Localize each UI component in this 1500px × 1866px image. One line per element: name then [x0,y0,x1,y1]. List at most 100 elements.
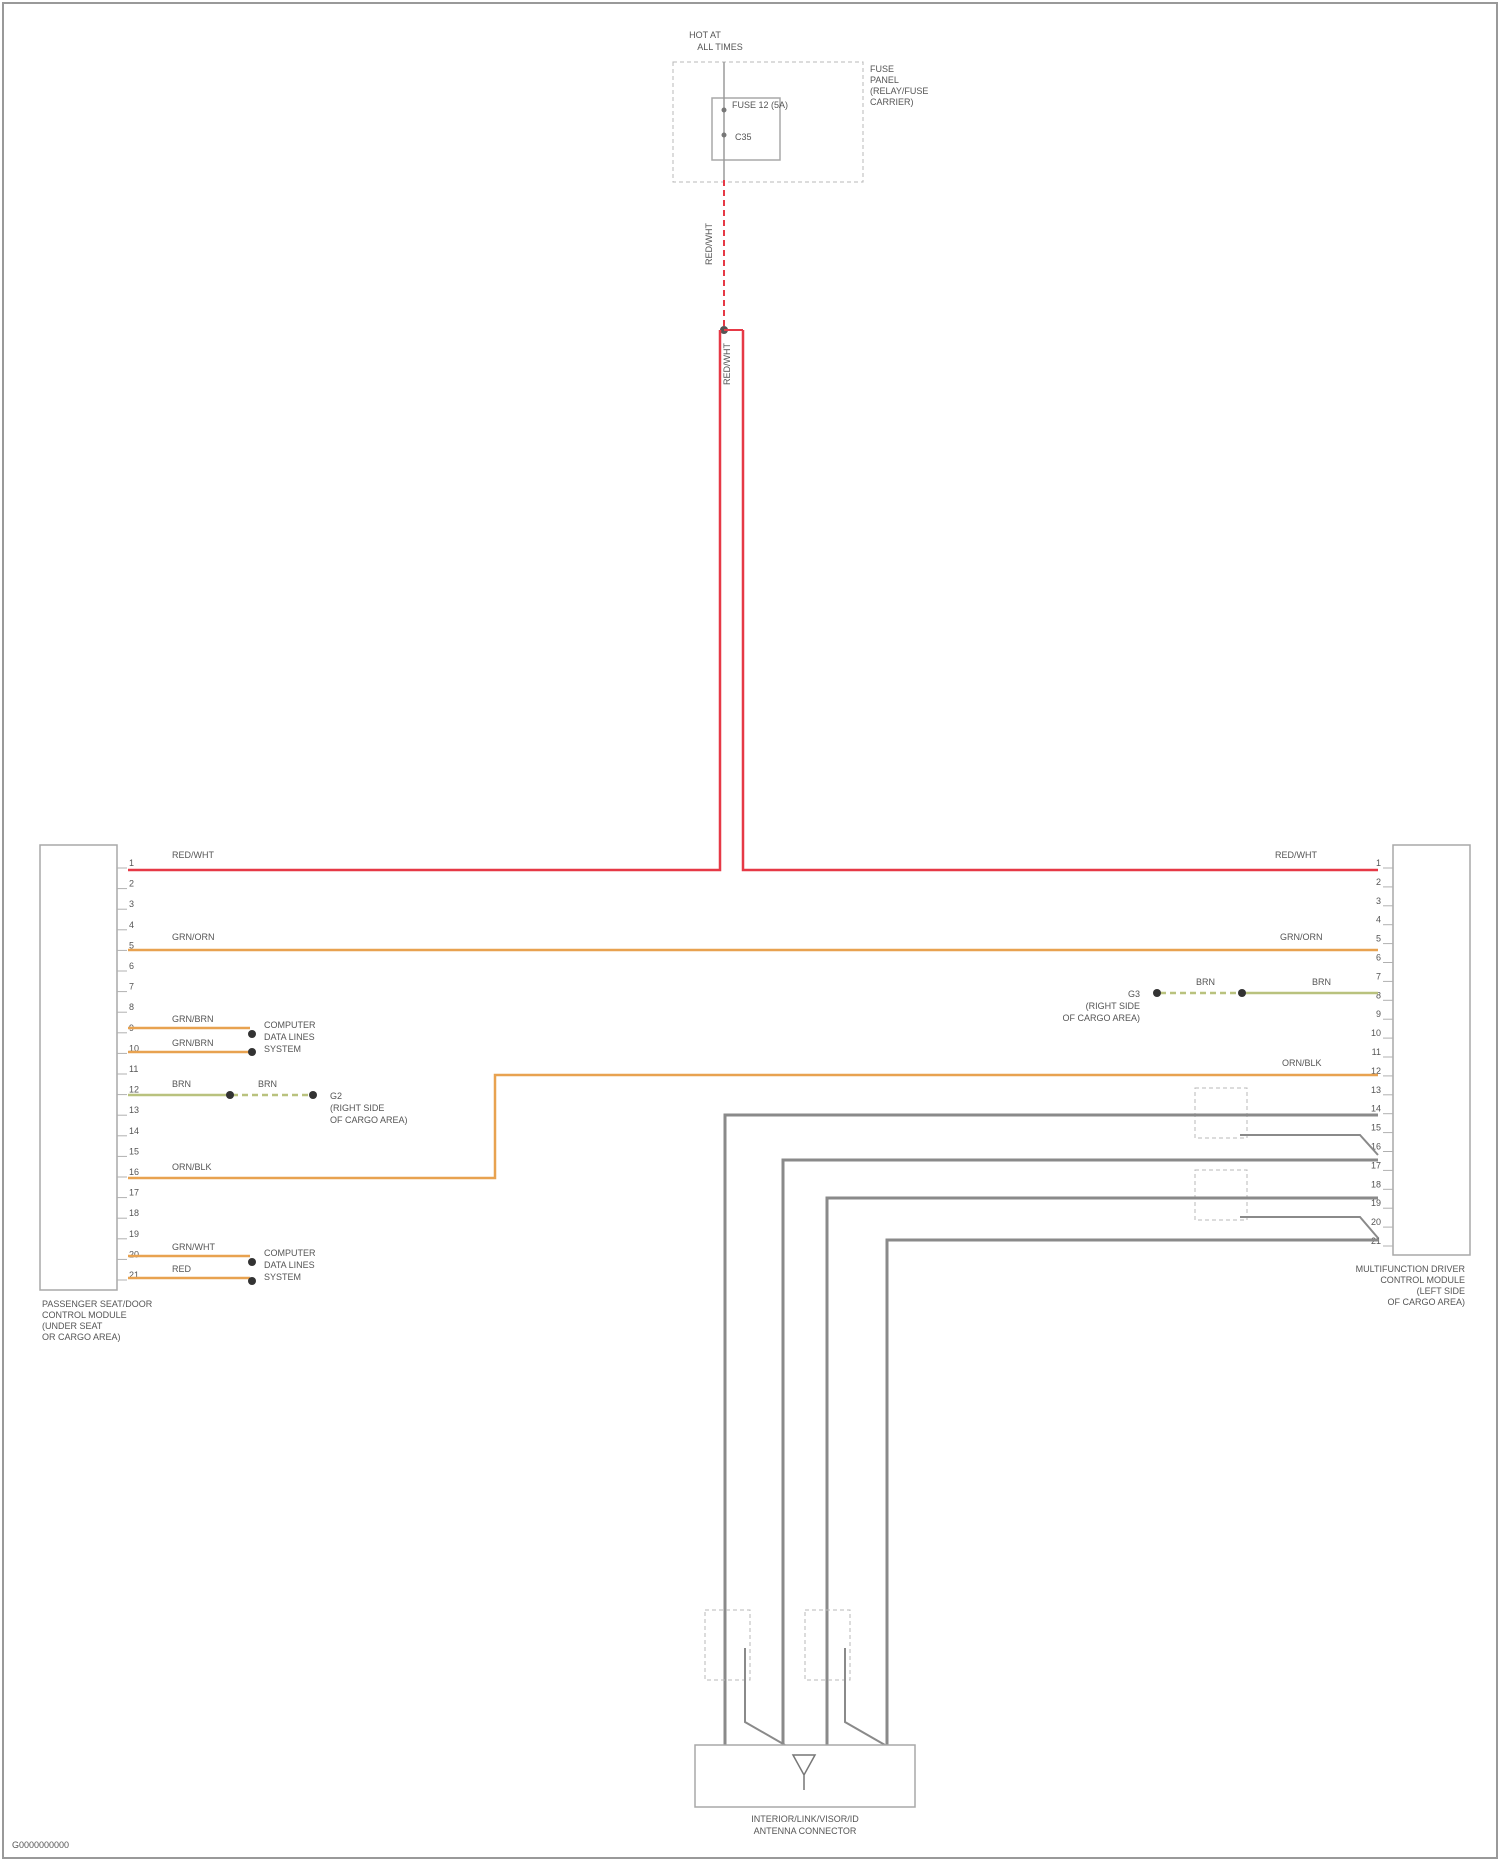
antenna-name-1: INTERIOR/LINK/VISOR/ID [751,1814,859,1824]
left-module-pin-number: 18 [129,1208,139,1218]
right-gnd-label-1: BRN [1312,977,1331,987]
right-module-pin-number: 5 [1376,934,1381,944]
fuse-side-label-1: FUSE [870,64,894,74]
left-dl4-dot [248,1277,256,1285]
left-module-pin-number: 4 [129,920,134,930]
diagram-frame [3,3,1497,1858]
left-module-pin-number: 6 [129,961,134,971]
fuse-terminal-bottom [722,133,727,138]
right-module-name-1: MULTIFUNCTION DRIVER [1356,1264,1466,1274]
fuse-panel: HOT AT ALL TIMES FUSE 12 (5A) C35 FUSE P… [673,30,928,182]
right-module-pin-number: 17 [1371,1160,1381,1170]
left-ground-3: OF CARGO AREA) [330,1115,408,1125]
left-gnd-splice [226,1091,234,1099]
right-module-pin-number: 11 [1372,1047,1381,1057]
left-module-pin-number: 20 [129,1249,139,1259]
right-module-pin-number: 15 [1371,1123,1381,1133]
left-power-label: RED/WHT [172,850,214,860]
right-module-name-3: (LEFT SIDE [1417,1286,1465,1296]
antenna-cable-3 [827,1198,1378,1745]
antenna-shield-2 [1240,1217,1378,1238]
right-module-pin-number: 13 [1371,1085,1381,1095]
right-ground-3: OF CARGO AREA) [1062,1013,1140,1023]
left-ref2-2: DATA LINES [264,1260,315,1270]
antenna-shield-4 [845,1648,885,1745]
right-module-pin-number: 10 [1371,1028,1381,1038]
right-module-pin-number: 3 [1376,896,1381,906]
left-module-pin-number: 7 [129,982,134,992]
right-power-label: RED/WHT [1275,850,1317,860]
left-gnd-label-2: BRN [258,1079,277,1089]
left-module-pin-number: 1 [129,858,134,868]
fuse-top-label-1: HOT AT [689,30,721,40]
antenna-cable-1 [725,1115,1378,1745]
right-ground-1: G3 [1128,989,1140,999]
right-module-pin-number: 18 [1371,1179,1381,1189]
left-ref1-2: DATA LINES [264,1032,315,1042]
left-module-pin-number: 19 [129,1229,139,1239]
left-dl1-label: GRN/BRN [172,1014,214,1024]
left-dl2-label: GRN/BRN [172,1038,214,1048]
fuse-terminal-top [722,108,727,113]
power-branch-left [128,330,720,870]
left-dl1-dot [248,1030,256,1038]
fuse-top-label-2: ALL TIMES [697,42,743,52]
left-dl3-label: GRN/WHT [172,1242,215,1252]
left-module-name-1: PASSENGER SEAT/DOOR [42,1299,153,1309]
antenna-cable-2 [783,1160,1378,1745]
shield-box-2 [1195,1170,1247,1220]
left-module-pin-number: 14 [129,1126,139,1136]
shield-box-1 [1195,1088,1247,1138]
left-gnd-dot [309,1091,317,1099]
left-dl2-dot [248,1048,256,1056]
right-module-pin-number: 2 [1376,877,1381,887]
left-module-name-3: (UNDER SEAT [42,1321,103,1331]
left-module-pin-number: 12 [129,1085,139,1095]
left-module-pin-number: 8 [129,1002,134,1012]
left-dl4-label: RED [172,1264,192,1274]
left-gnd-label-1: BRN [172,1079,191,1089]
power-branch-right [743,330,1378,870]
fuse-label: FUSE 12 (5A) [732,100,788,110]
right-signal-label: ORN/BLK [1282,1058,1322,1068]
antenna-shield-1 [1240,1135,1378,1155]
shield-box-3 [705,1610,750,1680]
left-module-pin-number: 16 [129,1167,139,1177]
right-module-pin-number: 19 [1371,1198,1381,1208]
left-module-pin-number: 11 [129,1064,138,1074]
footer-code: G0000000000 [12,1840,69,1850]
left-ground-2: (RIGHT SIDE [330,1103,384,1113]
right-module-pin-number: 1 [1376,858,1381,868]
right-module-box [1393,845,1470,1255]
antenna-cables [705,1088,1378,1745]
antenna-name-2: ANTENNA CONNECTOR [754,1826,857,1836]
left-ref2-1: COMPUTER [264,1248,316,1258]
right-module-name-2: CONTROL MODULE [1380,1275,1465,1285]
right-module-pin-number: 4 [1376,915,1381,925]
left-module-box [40,845,117,1290]
left-ground-1: G2 [330,1091,342,1101]
right-module-pin-number: 14 [1371,1104,1381,1114]
power-feed-label: RED/WHT [704,223,714,265]
left-module-pin-number: 2 [129,879,134,889]
left-module-name-2: CONTROL MODULE [42,1310,127,1320]
fuse-side-label-4: CARRIER) [870,97,914,107]
left-ref1-1: COMPUTER [264,1020,316,1030]
power-splice-label: RED/WHT [722,343,732,385]
right-module-pin-number: 7 [1376,971,1381,981]
signal-wire [128,1075,1378,1178]
left-dl3-dot [248,1258,256,1266]
right-module-pin-number: 20 [1371,1217,1381,1227]
left-can-label: GRN/ORN [172,932,215,942]
left-module-pin-number: 3 [129,899,134,909]
right-gnd-splice [1238,989,1246,997]
right-gnd-dot [1153,989,1161,997]
right-gnd-label-2: BRN [1196,977,1215,987]
left-module-pin-number: 15 [129,1146,139,1156]
fuse-side-label-3: (RELAY/FUSE [870,86,928,96]
